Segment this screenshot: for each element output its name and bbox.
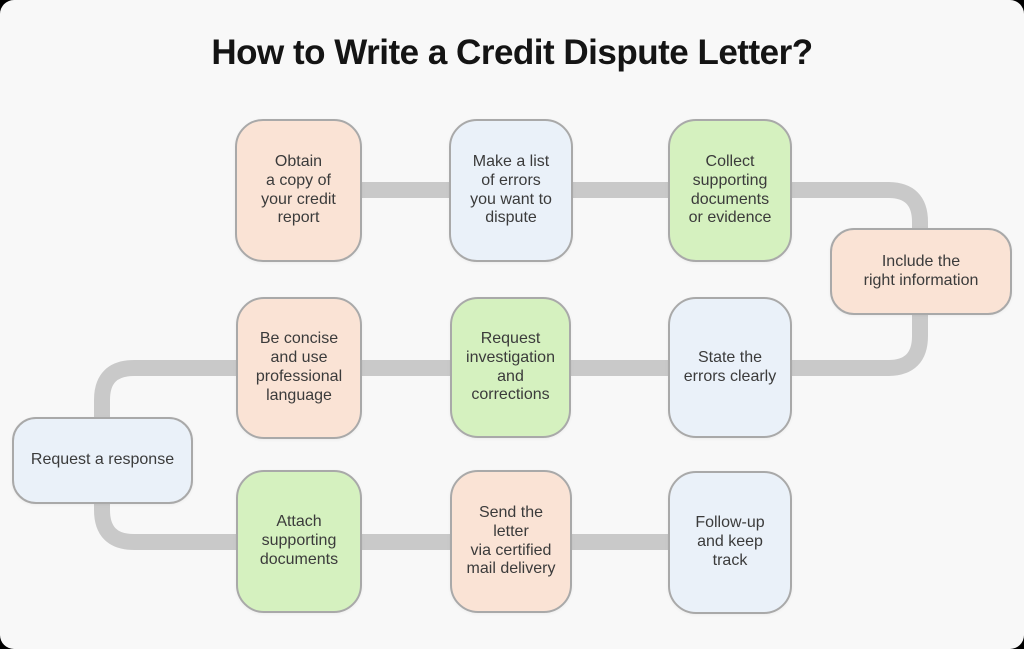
step-label: Request a response [30, 451, 175, 469]
step-label: Obtain a copy of your credit report [261, 152, 336, 227]
step-label: Be concise and use professional language [255, 330, 343, 404]
step-label: Follow-up and keep track [695, 514, 765, 569]
step-box-be-concise: Be concise and use professional language [236, 297, 362, 439]
step-box-request-investigation: Request investigation and corrections [450, 297, 571, 438]
step-box-obtain-credit-report: Obtain a copy of your credit report [235, 119, 362, 262]
step-box-follow-up: Follow-up and keep track [668, 471, 792, 614]
step-box-list-errors: Make a list of errors you want to disput… [449, 119, 573, 262]
step-box-include-right-information: Include the right information [830, 228, 1012, 315]
step-box-attach-supporting-documents: Attach supporting documents [236, 470, 362, 613]
step-label: Collect supporting documents or evidence [688, 152, 772, 227]
step-label: Make a list of errors you want to disput… [470, 152, 552, 227]
step-box-request-a-response: Request a response [12, 417, 193, 504]
step-label: Include the right information [863, 252, 979, 289]
step-label: Send the letter via certified mail deliv… [466, 503, 556, 578]
page-title: How to Write a Credit Dispute Letter? [211, 33, 813, 72]
step-label: State the errors clearly [683, 348, 777, 385]
step-label: Attach supporting documents [259, 513, 339, 568]
step-box-collect-documents: Collect supporting documents or evidence [668, 119, 792, 262]
step-box-send-certified-mail: Send the letter via certified mail deliv… [450, 470, 572, 613]
step-box-state-errors-clearly: State the errors clearly [668, 297, 792, 438]
step-label: Request investigation and corrections [466, 329, 555, 404]
